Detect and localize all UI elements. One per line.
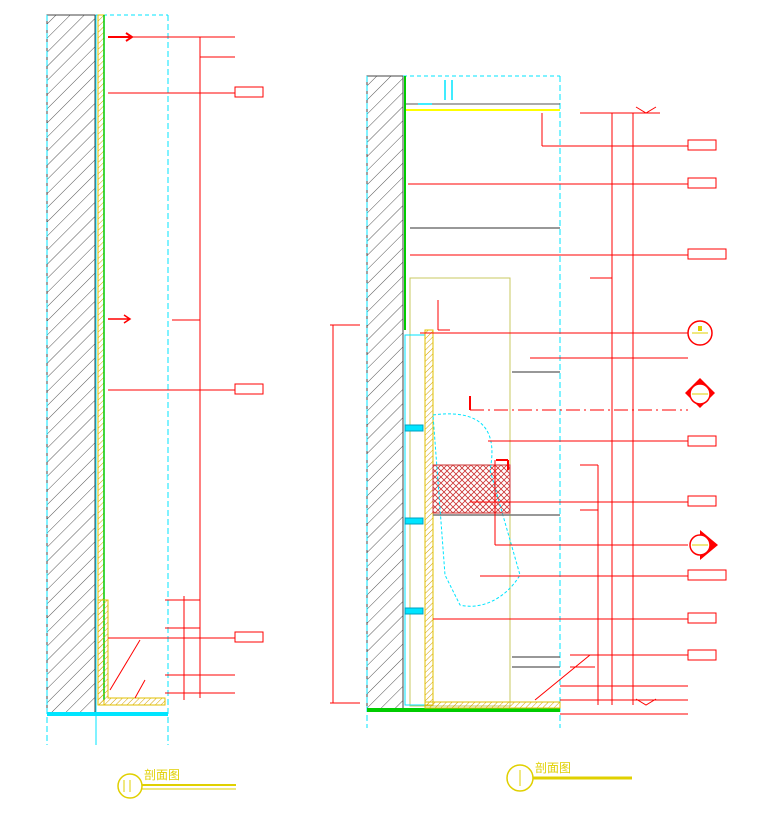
right-callouts	[330, 112, 688, 715]
left-wall-hatch	[46, 14, 96, 714]
title-right: 剖面图	[506, 761, 632, 792]
right-brackets	[404, 424, 424, 615]
left-arrow-2	[108, 314, 132, 324]
right-floor-finish	[424, 701, 561, 709]
title-left: 剖面图	[117, 768, 236, 799]
left-arrow-1	[108, 32, 134, 42]
right-wall-hatch	[366, 75, 404, 711]
right-tile-band	[432, 464, 511, 514]
left-section	[46, 14, 264, 745]
level-mark-bottom	[635, 698, 657, 706]
right-section	[330, 75, 727, 728]
section-marker-1	[687, 320, 713, 346]
title-left-text: 剖面图	[144, 768, 180, 782]
ceiling-fixture	[418, 80, 453, 105]
title-right-text: 剖面图	[535, 761, 571, 775]
right-gray-lines	[410, 227, 560, 668]
right-yellow-layer	[424, 329, 434, 706]
right-fixture-outline	[432, 413, 521, 607]
left-callouts	[108, 36, 235, 700]
section-marker-3	[689, 530, 718, 560]
level-mark-top	[635, 106, 657, 114]
section-marker-2	[685, 378, 715, 408]
right-tags	[687, 139, 727, 661]
left-base	[97, 599, 166, 706]
left-tags	[234, 86, 264, 643]
